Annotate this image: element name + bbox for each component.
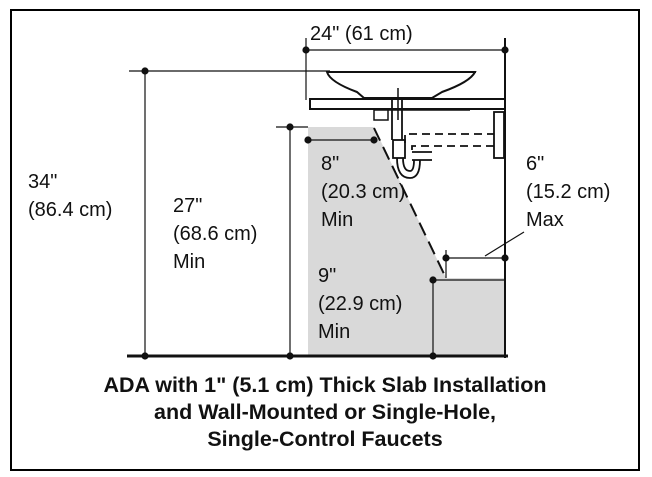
diagram-caption: ADA with 1" (5.1 cm) Thick Slab Installa… [22, 372, 628, 453]
knee-depth-metric: (20.3 cm) [321, 181, 405, 203]
toe-clearance-imperial: 9" [318, 265, 336, 287]
drain-trap [391, 98, 432, 179]
sink-width-label: 24" (61 cm) [310, 23, 413, 45]
toe-clearance-metric: (22.9 cm) [318, 293, 402, 315]
drain-pipe [404, 111, 505, 159]
countertop-slab [309, 98, 506, 110]
clearance-zone [308, 127, 505, 356]
toe-depth-metric: (15.2 cm) [526, 181, 610, 203]
toe-depth-dimension [442, 231, 525, 278]
sink-bowl [325, 71, 477, 99]
slab-bracket-block [373, 109, 389, 121]
caption-line-2: and Wall-Mounted or Single-Hole, [154, 400, 496, 424]
knee-clearance-imperial: 27" [173, 195, 202, 217]
overall-height-dimension [129, 67, 330, 360]
toe-clearance-dimension [429, 276, 505, 360]
knee-clearance-dimension [276, 123, 308, 360]
knee-clearance-metric: (68.6 cm) [173, 223, 257, 245]
frame [10, 9, 640, 471]
overall-height-imperial: 34" [28, 171, 57, 193]
clearance-boundary-line [373, 127, 447, 279]
toe-depth-imperial: 6" [526, 153, 544, 175]
caption-line-3: Single-Control Faucets [207, 427, 443, 451]
knee-depth-qualifier: Min [321, 209, 353, 231]
sink-width-dimension [302, 38, 509, 100]
toe-depth-qualifier: Max [526, 209, 564, 231]
knee-clearance-qualifier: Min [173, 251, 205, 273]
toe-clearance-qualifier: Min [318, 321, 350, 343]
knee-depth-imperial: 8" [321, 153, 339, 175]
overall-height-metric: (86.4 cm) [28, 199, 112, 221]
knee-depth-dimension [304, 136, 378, 144]
caption-line-1: ADA with 1" (5.1 cm) Thick Slab Installa… [103, 373, 547, 397]
